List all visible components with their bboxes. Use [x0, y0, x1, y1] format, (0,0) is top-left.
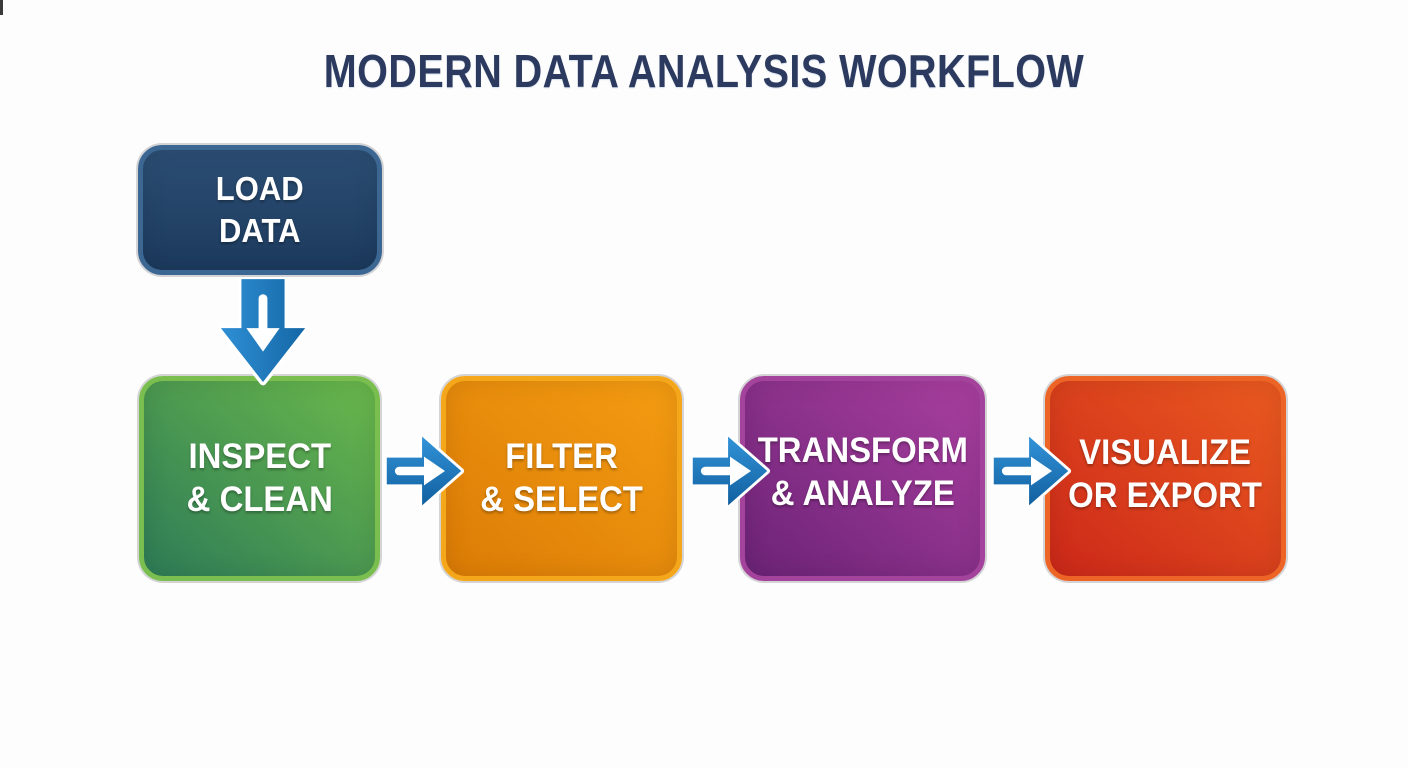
- flow-box-visualize-export: VISUALIZE OR EXPORT: [1045, 376, 1286, 581]
- flow-arrow-right-icon: [382, 427, 466, 515]
- flow-arrow-right-icon: [688, 427, 772, 515]
- box-label-line1: VISUALIZE: [1079, 432, 1252, 472]
- page-title: MODERN DATA ANALYSIS WORKFLOW: [323, 45, 1085, 97]
- flow-box-inspect-clean: INSPECT & CLEAN: [139, 376, 380, 581]
- flow-box-label: VISUALIZE OR EXPORT: [1069, 432, 1263, 517]
- box-label-line2: DATA: [219, 212, 301, 249]
- screen-edge-artifact: [0, 0, 3, 15]
- flow-box-label: LOAD DATA: [216, 168, 304, 252]
- flow-arrow-down-icon: [214, 275, 312, 387]
- box-label-line2: & CLEAN: [186, 479, 333, 519]
- flow-box-transform-analyze: TRANSFORM & ANALYZE: [740, 376, 985, 581]
- box-label-line1: LOAD: [216, 169, 304, 207]
- box-label-line2: OR EXPORT: [1068, 475, 1263, 515]
- box-label-line2: & ANALYZE: [770, 473, 955, 513]
- flow-box-label: TRANSFORM & ANALYZE: [757, 430, 967, 515]
- box-label-line1: INSPECT: [188, 436, 331, 476]
- flow-arrow-right-icon: [989, 427, 1073, 515]
- box-label-line1: FILTER: [505, 436, 618, 476]
- flow-box-label: INSPECT & CLEAN: [186, 436, 332, 521]
- flow-box-load-data: LOAD DATA: [138, 145, 382, 275]
- box-label-line1: TRANSFORM: [757, 430, 968, 470]
- flow-box-filter-select: FILTER & SELECT: [441, 376, 682, 581]
- flow-box-label: FILTER & SELECT: [480, 436, 643, 521]
- box-label-line2: & SELECT: [480, 479, 643, 519]
